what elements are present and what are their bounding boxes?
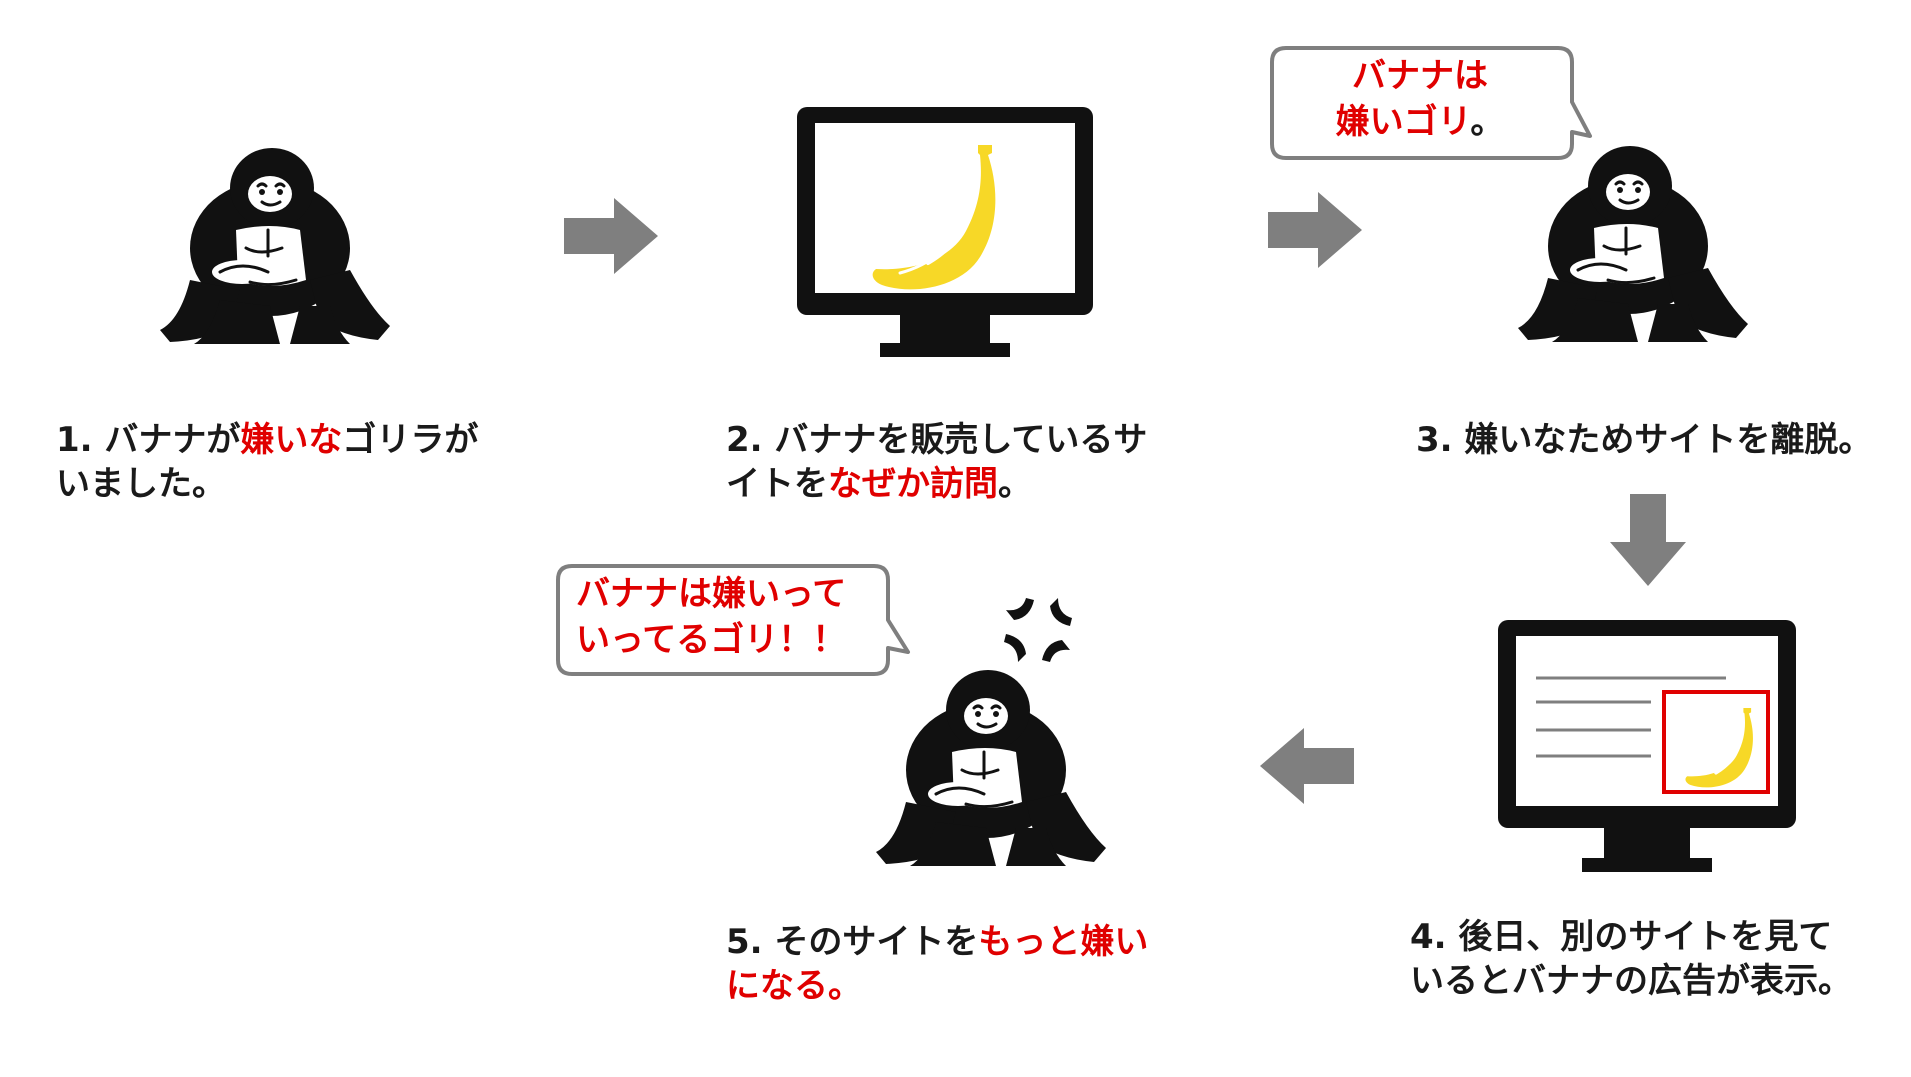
step-2-caption: 2. バナナを販売しているサイトをなぜか訪問。 [726,418,1147,506]
gorilla-icon [160,148,390,344]
caption-line: 2. バナナを販売しているサ [726,418,1147,462]
speech-bubble-shape [1270,46,1592,160]
caption-text: バナナを販売しているサ [774,420,1148,460]
highlight-text: 嫌いな [240,420,343,460]
step-number: 1. [56,420,105,460]
arrow-right-icon [1268,192,1362,268]
caption-line: 4. 後日、別のサイトを見て [1410,915,1852,959]
gorilla-icon [1518,146,1748,342]
anger-mark-icon [1004,598,1072,662]
caption-line: 3. 嫌いなためサイトを離脱。 [1416,418,1872,462]
highlight-text: もっと嫌い [978,922,1149,962]
arrow-down-icon [1610,494,1686,586]
caption-line: いました。 [56,462,478,506]
bubble5-line1: バナナは嫌いって [576,574,847,614]
caption-text: ゴリラが [342,420,479,460]
caption-text: そのサイトを [774,922,979,962]
step-number: 5. [726,922,775,962]
text-lines [1536,676,1726,758]
step-3-caption: 3. 嫌いなためサイトを離脱。 [1416,418,1872,462]
bubble5-line2: いってるゴリ！！ [576,620,847,660]
speech-bubble-step3: バナナは 嫌いゴリ。 [1268,44,1598,164]
banana-icon [1685,708,1753,788]
speech-bubble-step5: バナナは嫌いって いってるゴリ！！ [554,562,914,682]
caption-line: になる。 [726,964,1148,1008]
caption-text: バナナが [104,420,241,460]
bubble3-line2: 嫌いゴリ。 [1268,100,1572,144]
arrow-left-icon [1260,728,1354,804]
bubble3-line2-dark: 。 [1470,102,1505,142]
arrow-right-icon [564,198,658,274]
caption-line: 5. そのサイトをもっと嫌い [726,920,1148,964]
step-5-caption: 5. そのサイトをもっと嫌いになる。 [726,920,1148,1008]
banana-icon [872,145,996,290]
bubble3-line1: バナナは [1352,56,1488,96]
step-number: 4. [1410,917,1459,957]
caption-text: 。 [998,464,1032,504]
gorilla-icon [876,670,1106,866]
step-number: 3. [1416,420,1465,460]
caption-line: いるとバナナの広告が表示。 [1410,959,1852,1003]
highlight-text: なぜか訪問 [828,464,998,504]
bubble3-line2-red: 嫌いゴリ [1335,102,1471,142]
monitor-icon [797,107,1093,357]
speech-bubble-shape [556,564,910,676]
caption-line: 1. バナナが嫌いなゴリラが [56,418,478,462]
caption-text: 嫌いなためサイトを離脱。 [1464,420,1873,460]
caption-text: いました。 [56,464,226,504]
caption-text: イトを [726,464,828,504]
step-number: 2. [726,420,775,460]
caption-text: いるとバナナの広告が表示。 [1410,961,1852,1001]
caption-line: イトをなぜか訪問。 [726,462,1147,506]
step-4-caption: 4. 後日、別のサイトを見ているとバナナの広告が表示。 [1410,915,1852,1003]
step-1-caption: 1. バナナが嫌いなゴリラがいました。 [56,418,478,506]
highlight-text: になる。 [726,966,862,1006]
caption-text: 後日、別のサイトを見て [1458,917,1833,957]
monitor-icon [1498,620,1796,872]
